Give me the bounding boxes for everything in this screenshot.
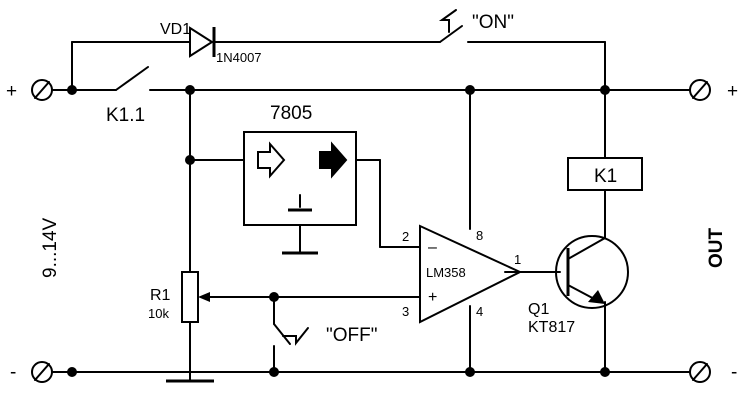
pin2-label: 2 [402,229,409,244]
diode-ref-label: VD1 [160,21,191,38]
pin3-label: 3 [402,304,409,319]
supply-range-label: 9...14V [40,217,61,278]
switch-on-label: "ON" [472,12,514,33]
wires [51,41,691,381]
output-label: OUT [706,228,727,269]
plus-right-label: + [727,81,738,102]
pot-value-label: 10k [148,306,169,321]
pin8-label: 8 [476,228,483,243]
relay-coil-label: K1 [594,166,617,187]
opamp-plus-label: + [428,289,437,306]
switch-off-label: "OFF" [326,325,377,346]
junctions [67,85,610,377]
pin1-label: 1 [514,252,521,267]
relay-contact-k1-1 [115,66,149,91]
terminal-minus-left [31,361,53,383]
relay-contact-label: K1.1 [106,105,145,126]
pin4-label: 4 [476,304,483,319]
transistor-q1 [555,235,629,309]
minus-right-label: - [731,362,737,383]
opamp-label: LM358 [426,265,466,280]
terminal-plus-right [689,79,711,101]
transistor-part-label: KT817 [528,319,575,336]
opamp-lm358 [419,224,523,324]
transistor-ref-label: Q1 [528,301,549,318]
plus-left-label: + [6,81,17,102]
regulator-label: 7805 [270,103,312,124]
switch-on [438,9,463,43]
potentiometer-r1 [181,271,210,323]
terminal-plus-left [31,79,53,101]
diode-part-label: 1N4007 [216,50,262,65]
terminal-minus-right [689,361,711,383]
diode-vd1 [189,26,216,58]
relay-coil-k1 [567,157,643,191]
switch-off [273,323,309,346]
pot-ref-label: R1 [150,287,171,304]
minus-left-label: - [10,362,16,383]
regulator-7805 [243,131,357,226]
opamp-minus-label: – [428,239,437,256]
